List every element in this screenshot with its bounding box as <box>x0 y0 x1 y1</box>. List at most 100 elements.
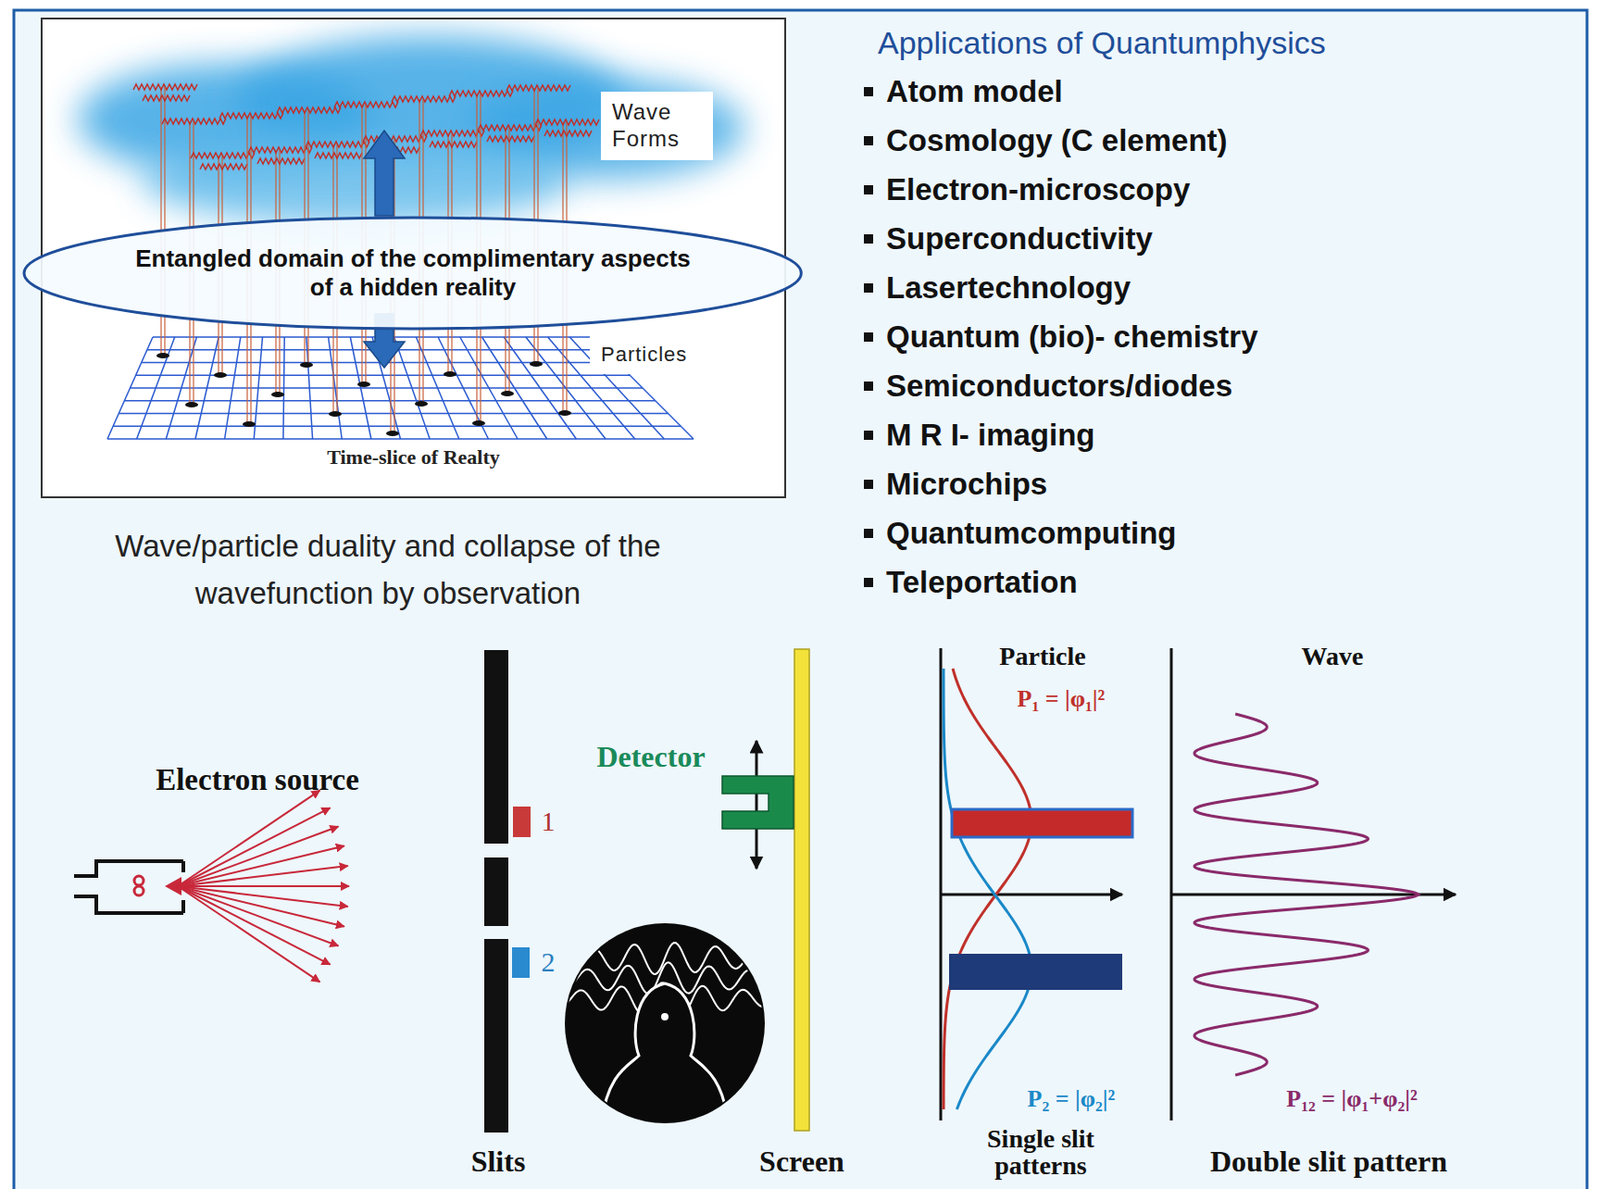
electron-gun <box>74 861 184 913</box>
tag-box: Wave Forms <box>600 91 713 161</box>
screen-bar <box>794 649 810 1131</box>
grid-line <box>306 337 313 439</box>
electron-ray <box>177 886 345 927</box>
bullets <box>863 87 874 588</box>
graph-caption: Double slit pattern <box>1210 1143 1448 1179</box>
formula: P₁₂ = |φ₁+φ₂|² <box>1286 1084 1417 1113</box>
particle-dot <box>558 410 572 416</box>
bullet <box>863 332 874 342</box>
caption: Wave/particle duality and collapse of th… <box>82 522 694 617</box>
application-item: Quantumcomputing <box>886 514 1176 552</box>
bullet <box>863 430 874 440</box>
graph-caption: Single slit patterns <box>948 1125 1134 1180</box>
part-label: Detector <box>596 738 705 775</box>
particle-dot <box>328 411 342 417</box>
observer-head <box>601 983 728 1124</box>
waveform <box>190 152 255 159</box>
application-item: Quantum (bio)- chemistry <box>886 318 1259 356</box>
waveform <box>477 125 542 131</box>
bullet <box>863 283 874 293</box>
particle-dot <box>500 390 514 397</box>
application-item: M R I- imaging <box>886 416 1096 454</box>
cloud <box>77 36 745 226</box>
application-item: Lasertechnology <box>886 269 1131 307</box>
particle-dot <box>300 362 313 368</box>
bullet <box>863 577 874 588</box>
art-part <box>142 133 569 226</box>
electron-ray <box>177 885 350 888</box>
observer-dot <box>661 1012 669 1021</box>
art-part <box>939 648 943 1121</box>
graph-axes <box>940 648 1456 1121</box>
art-part <box>74 861 184 913</box>
domain-ellipse: Entangled domain of the complimentary as… <box>22 215 803 331</box>
particle-dot <box>529 361 543 367</box>
bullet <box>863 528 874 538</box>
particle-dot <box>271 391 285 398</box>
illustration-panel: Time-slice of Realty Entangled domain of … <box>40 17 787 499</box>
waveform <box>391 96 456 102</box>
tag-text: Wave Forms <box>612 99 702 153</box>
detection-bar <box>949 953 1123 990</box>
callout-number: 1 <box>541 804 556 838</box>
grid-line <box>328 337 343 439</box>
waveform <box>219 112 284 119</box>
waveform <box>133 84 198 90</box>
waveform <box>506 85 571 91</box>
brain-wave <box>562 942 767 975</box>
slit-marker <box>512 947 530 978</box>
single-slit-curve <box>943 668 1032 1110</box>
bullet <box>863 87 874 97</box>
list-heading: Applications of Quantumphysics <box>877 25 1326 62</box>
waveform <box>544 130 592 137</box>
detector-symbol <box>722 775 794 829</box>
callout-number: 2 <box>541 945 556 979</box>
waveform <box>420 130 485 137</box>
grid-line <box>283 337 285 439</box>
slit-plate <box>484 650 509 1133</box>
part-label: Screen <box>759 1143 845 1179</box>
waveform <box>305 141 370 148</box>
application-item: Microchips <box>886 465 1048 503</box>
art-part <box>134 875 144 886</box>
part-label: Electron source <box>155 762 360 800</box>
electron-rays <box>177 790 350 983</box>
tag-text: Particles <box>600 342 713 367</box>
panel-caption: Time-slice of Realty <box>42 445 785 470</box>
waveform <box>487 136 535 142</box>
art-part <box>940 893 1123 897</box>
grid-line <box>165 337 197 439</box>
bullet <box>863 381 874 391</box>
background-frame <box>13 10 1588 1189</box>
art-part <box>1170 648 1174 1121</box>
waveform <box>449 90 513 97</box>
particle-dot <box>472 420 486 426</box>
grid-line <box>225 337 241 439</box>
electron-ray <box>177 886 338 946</box>
particle-dot <box>357 381 371 388</box>
panel-ground <box>40 17 787 499</box>
detection-bar <box>951 809 1133 838</box>
grid-line <box>415 337 459 439</box>
application-item: Atom model <box>886 73 1063 111</box>
waveform <box>200 163 248 170</box>
waveform <box>257 158 305 164</box>
observer-circle <box>564 923 765 1124</box>
ellipse-text: Entangled domain of the complimentary as… <box>135 244 691 302</box>
panel-illustration <box>40 17 787 499</box>
particle-dot <box>156 352 170 359</box>
ellipse-shape <box>24 217 801 329</box>
waveform <box>276 107 341 113</box>
electron-ray <box>177 886 320 982</box>
bullet <box>863 479 874 489</box>
particle-dot <box>242 421 256 427</box>
electron-ray <box>177 807 331 887</box>
waveform <box>248 147 313 153</box>
up-arrow <box>363 130 405 216</box>
formula: P₁ = |φ₁|² <box>1017 684 1106 713</box>
art-part <box>484 938 509 1133</box>
application-item: Semiconductors/diodes <box>886 367 1233 405</box>
waveform <box>142 95 190 101</box>
grid-line <box>195 337 219 439</box>
